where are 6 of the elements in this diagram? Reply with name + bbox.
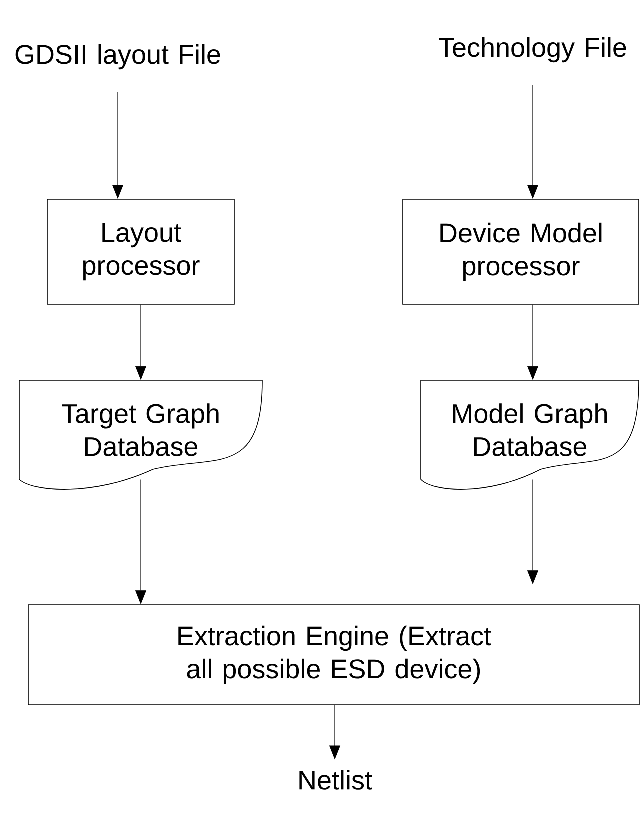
process-box: Layout processor	[47, 199, 235, 305]
process-box: Extraction Engine (Extract all possible ESD device)	[28, 604, 640, 706]
label-text: Technology File	[439, 37, 626, 63]
process-box: Device Model processor	[402, 199, 640, 305]
label-text: Netlist	[300, 770, 372, 790]
label-text: GDSII layout File	[16, 44, 220, 70]
